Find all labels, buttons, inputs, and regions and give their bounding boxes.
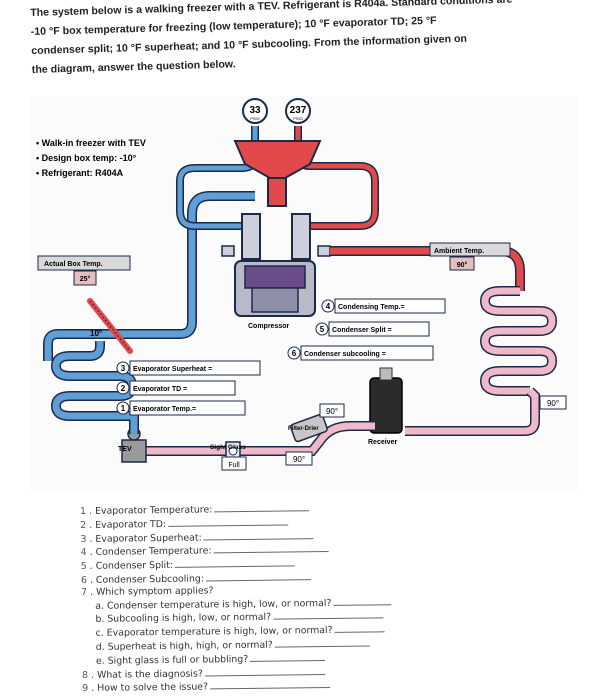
item-4-num: 4 <box>326 302 331 311</box>
question-8-text: What is the diagnosis? <box>96 668 203 681</box>
evaporator-measurements: 3 Evaporator Superheat = 2 Evaporator TD… <box>116 360 261 416</box>
discharge-gauge-unit: PSIG <box>293 116 303 121</box>
question-1-blank[interactable] <box>214 501 310 513</box>
question-1-text: Evaporator Temperature: <box>94 504 213 517</box>
condenser-coil <box>479 286 558 396</box>
tev-label: TEV <box>118 446 132 453</box>
subquestion-a-blank[interactable] <box>333 594 392 606</box>
discharge-gauge: 237 PSIG <box>285 98 311 124</box>
problem-statement: The system below is a walking freezer wi… <box>30 0 587 80</box>
question-5-num: 5 <box>80 561 87 573</box>
evaporator-coil <box>50 341 139 434</box>
item-5-num: 5 <box>320 325 325 334</box>
condenser-out-temp-value: 90° <box>547 399 559 408</box>
svg-text:• Refrigerant: R404A: • Refrigerant: R404A <box>36 168 124 178</box>
bullet-list: • Walk-in freezer with TEV • Design box … <box>36 138 146 178</box>
discharge-line <box>330 246 525 291</box>
bullet-3: Refrigerant: R404A <box>42 168 124 178</box>
compressor-label: Compressor <box>248 323 290 330</box>
question-3-text: Evaporator Superheat: <box>95 532 202 545</box>
item-6-num: 6 <box>292 349 297 358</box>
condenser-subcooling-label: Condenser subcooling = <box>304 351 386 358</box>
svg-text:• Design box temp: -10°: • Design box temp: -10° <box>36 153 137 163</box>
question-4-blank[interactable] <box>213 542 329 554</box>
question-8-blank[interactable] <box>204 664 325 677</box>
actual-box-temp-label: Actual Box Temp. <box>44 261 103 268</box>
refrigeration-diagram: 33 PSIG 237 PSIG Compressor Receiver F <box>30 96 578 491</box>
suction-gauge: 33 PSIG <box>242 98 268 124</box>
condensing-temp-label: Condensing Temp.= <box>338 304 405 311</box>
ambient-temp-box <box>429 242 511 257</box>
question-4-text: Condenser Temperature: <box>95 545 212 559</box>
question-3-num: 3 <box>80 533 87 545</box>
manifold-body <box>233 140 322 179</box>
evaporator-td-label: Evaporator TD = <box>133 386 187 393</box>
question-7-num: 7 <box>81 586 88 598</box>
question-4-num: 4 <box>80 547 87 559</box>
receiver-label: Receiver <box>368 439 397 446</box>
question-1-num: 1 <box>80 505 87 517</box>
subquestion-d-text: Superheat is high, high, or normal? <box>107 639 273 653</box>
filter-drier-label: Filter-Drier <box>288 426 319 432</box>
question-list: 1. Evaporator Temperature: 2. Evaporator… <box>80 498 582 695</box>
subquestion-d-blank[interactable] <box>274 636 370 648</box>
evaporator-temp-label: Evaporator Temp.= <box>133 406 196 413</box>
question-7-text: Which symptom applies? <box>95 585 214 598</box>
sight-glass-label: Sight Glass <box>210 444 246 451</box>
question-2-num: 2 <box>80 519 87 531</box>
question-8-num: 8 <box>82 669 89 681</box>
question-9-num: 9 <box>82 683 89 695</box>
subquestion-c-blank[interactable] <box>334 622 385 634</box>
bullet-1: Walk-in freezer with TEV <box>42 138 146 148</box>
actual-box-temp-value: 25° <box>80 275 91 283</box>
item-3-num: 3 <box>121 364 126 373</box>
subquestion-e-blank[interactable] <box>250 650 326 662</box>
condenser-split-label: Condenser Split = <box>332 327 392 334</box>
filter-temp-value: 90° <box>326 407 338 416</box>
sight-glass-status: Full <box>228 462 240 469</box>
item-1-num: 1 <box>121 404 126 413</box>
question-2-text: Evaporator TD: <box>95 518 167 531</box>
question-2-blank[interactable] <box>167 515 289 527</box>
condenser-measurements: 4 Condensing Temp.= 5 Condenser Split = … <box>287 298 446 361</box>
suction-gauge-unit: PSIG <box>250 116 260 121</box>
question-5-text: Condenser Split: <box>95 560 174 572</box>
evaporator-line-temp: 10° <box>90 329 102 338</box>
question-3-blank[interactable] <box>203 528 314 541</box>
ambient-temp-label: Ambient Temp. <box>434 248 484 255</box>
condenser-to-receiver <box>405 387 540 436</box>
ambient-temp-value: 90° <box>457 261 468 269</box>
subquestion-e-text: Sight glass is full or bubbling? <box>107 653 249 667</box>
actual-box-temp-box <box>37 255 131 271</box>
suction-gauge-value: 33 <box>249 105 261 116</box>
subquestion-b-text: Subcooling is high, low, or normal? <box>107 612 272 626</box>
question-5-blank[interactable] <box>174 556 296 569</box>
question-9-text: How to solve the issue? <box>97 681 209 695</box>
evaporator-superheat-label: Evaporator Superheat = <box>133 366 212 373</box>
question-9-blank[interactable] <box>209 678 331 690</box>
bullet-2: Design box temp: -10° <box>42 153 137 163</box>
item-2-num: 2 <box>121 384 126 393</box>
liquid-line-temp-value: 90° <box>293 455 305 464</box>
filter-drier <box>290 413 328 443</box>
question-6-blank[interactable] <box>205 570 312 582</box>
compressor <box>221 213 331 317</box>
subquestion-b-blank[interactable] <box>273 608 384 621</box>
receiver <box>369 367 403 434</box>
svg-text:• Walk-in freezer with TEV: • Walk-in freezer with TEV <box>36 138 146 148</box>
question-6-num: 6 <box>80 574 87 586</box>
question-6-text: Condenser Subcooling: <box>95 573 205 586</box>
discharge-gauge-value: 237 <box>290 105 307 116</box>
